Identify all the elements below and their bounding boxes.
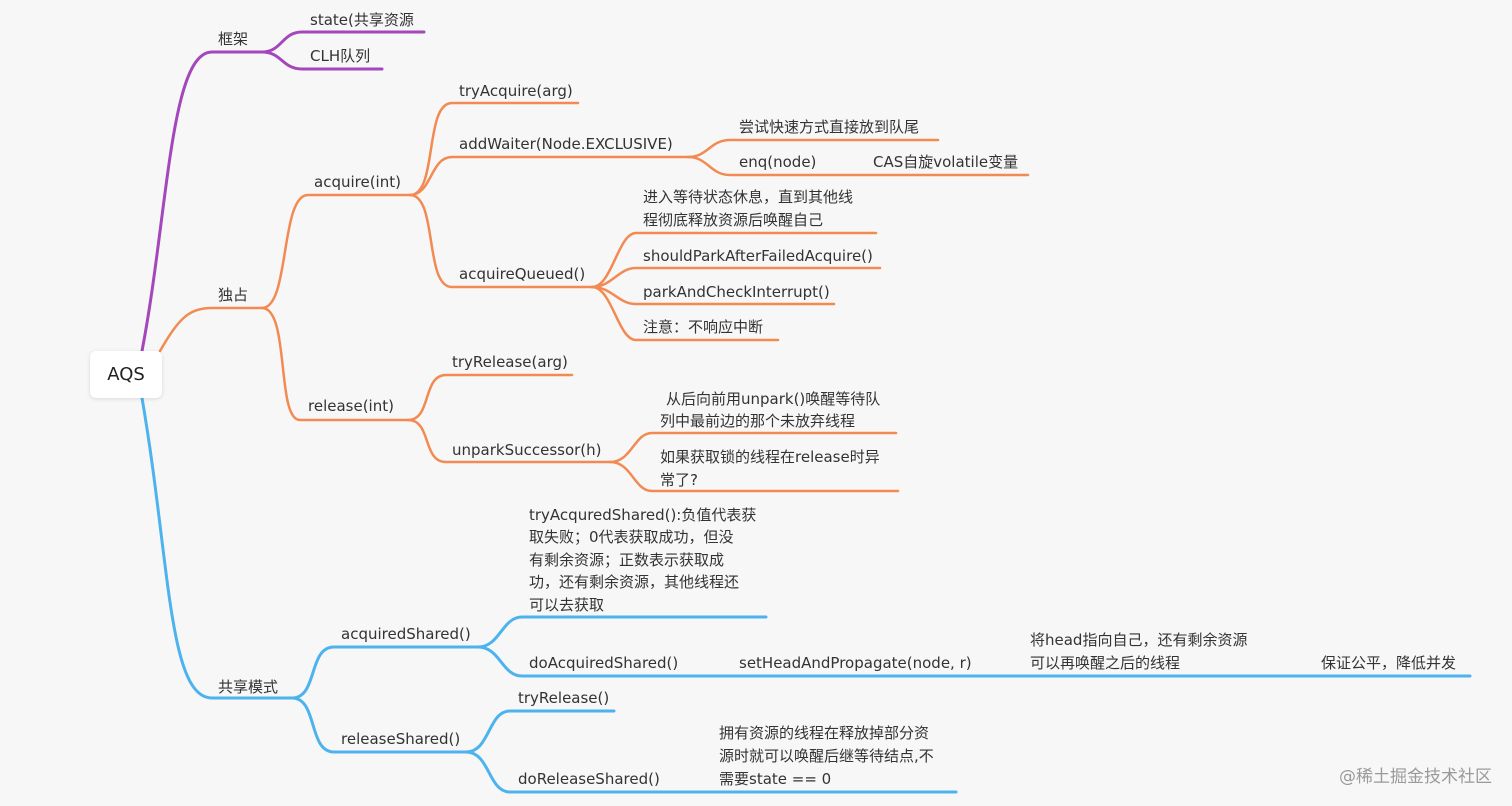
frame-branch-connectors — [140, 30, 426, 353]
node-exception-note-line-1[interactable]: 如果获取锁的线程在release时异 — [660, 448, 880, 466]
node-exception-note-line-2[interactable]: 常了? — [660, 471, 698, 489]
acquire-to-addwaiter-link — [408, 155, 690, 197]
node-try-acquired-shared-line-4[interactable]: 功，还有剩余资源，其他线程还 — [529, 573, 740, 591]
acquire-to-acquirequeued-link — [408, 193, 594, 289]
node-try-acquired-shared-line-5[interactable]: 可以去获取 — [529, 596, 605, 614]
frame-to-clh-link — [260, 50, 384, 71]
root-to-frame-link — [140, 50, 264, 353]
exclusive-branch-connectors — [158, 101, 1030, 493]
shared-to-acquiredshared-link — [290, 645, 480, 700]
shared-to-releaseshared-link — [290, 696, 468, 754]
node-do-release-note-line-3[interactable]: 需要state == 0 — [719, 770, 832, 788]
node-do-release-note-line-2[interactable]: 源时就可以唤醒后继等待结点,不 — [719, 747, 934, 765]
node-no-interrupt-note[interactable]: 注意：不响应中断 — [643, 318, 764, 336]
node-fast-path[interactable]: 尝试快速方式直接放到队尾 — [739, 118, 920, 136]
node-set-head-note-line-2[interactable]: 可以再唤醒之后的线程 — [1030, 654, 1181, 672]
node-set-head-note-line-1[interactable]: 将head指向自己，还有剩余资源 — [1030, 631, 1248, 649]
node-wait-note-line-2[interactable]: 程彻底释放资源后唤醒自己 — [643, 211, 824, 229]
release-to-unparksuccessor-link — [406, 418, 612, 464]
unparksuccessor-to-noteb-link — [608, 460, 900, 493]
node-acquire[interactable]: acquire(int) — [314, 173, 401, 191]
root-node-aqs[interactable]: AQS — [90, 351, 162, 398]
shared-branch-connectors — [140, 396, 1472, 794]
node-clh-queue[interactable]: CLH队列 — [310, 47, 371, 65]
node-do-release-note-line-1[interactable]: 拥有资源的线程在释放掉部分资 — [719, 724, 930, 742]
release-to-tryrelease-link — [406, 373, 574, 422]
releaseshared-to-tryrelease-link — [464, 709, 616, 754]
node-release[interactable]: release(int) — [308, 397, 394, 415]
node-unpark-note-line-2[interactable]: 列中最前边的那个未放弃线程 — [660, 412, 856, 430]
watermark: @稀土掘金技术社区 — [1339, 767, 1492, 787]
node-try-acquired-shared-line-1[interactable]: tryAcquredShared():负值代表获 — [529, 506, 757, 524]
node-unpark-successor[interactable]: unparkSuccessor(h) — [452, 441, 602, 459]
node-exclusive[interactable]: 独占 — [218, 286, 249, 304]
releaseshared-to-dorelease-link — [464, 750, 958, 794]
node-unpark-note-line-1[interactable]: 从后向前用unpark()唤醒等待队 — [666, 390, 881, 408]
node-should-park[interactable]: shouldParkAfterFailedAcquire() — [643, 247, 873, 265]
node-wait-note-line-1[interactable]: 进入等待状态休息，直到其他线 — [643, 188, 854, 206]
node-do-release-shared[interactable]: doReleaseShared() — [518, 770, 660, 788]
node-cas-spin[interactable]: CAS自旋volatile变量 — [873, 153, 1019, 171]
acquirequeued-to-note-link — [590, 285, 780, 342]
node-try-release[interactable]: tryRelease(arg) — [452, 353, 568, 371]
exclusive-to-release-link — [260, 306, 410, 422]
root-to-shared-link — [140, 396, 294, 700]
root-to-exclusive-link — [158, 306, 264, 353]
node-add-waiter[interactable]: addWaiter(Node.EXCLUSIVE) — [459, 135, 673, 153]
addwaiter-to-enq-link — [686, 155, 1030, 177]
exclusive-to-acquire-link — [260, 193, 412, 310]
acquirequeued-to-waitnote-link — [590, 231, 878, 289]
node-enq[interactable]: enq(node) — [739, 153, 817, 171]
node-acquire-queued[interactable]: acquireQueued() — [459, 265, 586, 283]
acquiredshared-to-trynote-link — [476, 615, 768, 649]
node-release-shared[interactable]: releaseShared() — [341, 730, 461, 748]
unparksuccessor-to-notea-link — [608, 431, 898, 464]
node-park-check-interrupt[interactable]: parkAndCheckInterrupt() — [643, 283, 830, 301]
node-set-head-propagate[interactable]: setHeadAndPropagate(node, r) — [739, 654, 972, 672]
node-try-acquire[interactable]: tryAcquire(arg) — [459, 82, 573, 100]
node-fairness-note[interactable]: 保证公平，降低并发 — [1321, 654, 1457, 672]
node-do-acquired-shared[interactable]: doAcquiredShared() — [529, 654, 679, 672]
acquire-to-tryacquire-link — [408, 101, 580, 197]
node-acquired-shared[interactable]: acquiredShared() — [341, 625, 471, 643]
node-try-acquired-shared-line-2[interactable]: 取失败；0代表获取成功，但没 — [529, 528, 734, 546]
node-frame[interactable]: 框架 — [218, 30, 249, 48]
node-try-acquired-shared-line-3[interactable]: 有剩余资源；正数表示获取成 — [529, 551, 725, 569]
node-shared-mode[interactable]: 共享模式 — [218, 678, 279, 696]
node-shared-try-release[interactable]: tryRelease() — [518, 689, 610, 707]
node-state-resource[interactable]: state(共享资源 — [310, 11, 414, 29]
acquiredshared-to-doacquired-link — [476, 645, 1472, 678]
